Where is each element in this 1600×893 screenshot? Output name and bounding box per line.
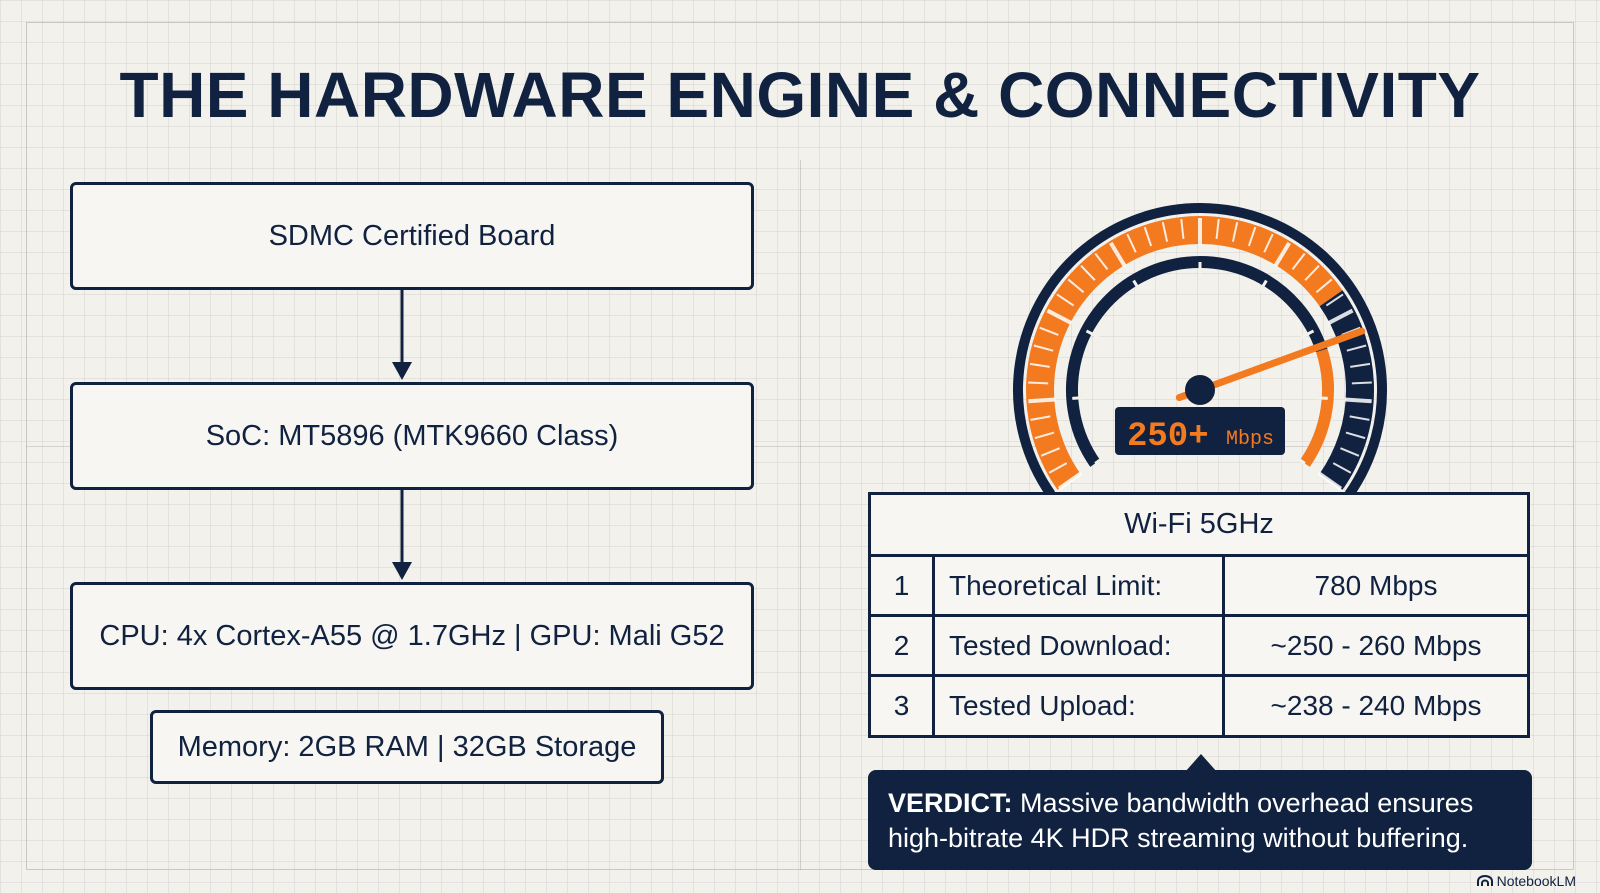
table-row: 1 Theoretical Limit: 780 Mbps <box>871 557 1527 617</box>
memory-label: Memory: 2GB RAM | 32GB Storage <box>177 730 637 763</box>
gauge-orange-band <box>1026 216 1343 490</box>
gauge-inner-tick <box>1132 279 1143 294</box>
gauge-tick <box>1317 471 1343 491</box>
soc-label: SoC: MT5896 (MTK9660 Class) <box>205 419 619 452</box>
cpu-gpu-box: CPU: 4x Cortex-A55 @ 1.7GHz | GPU: Mali … <box>70 582 754 690</box>
row-label: Theoretical Limit: <box>935 557 1225 614</box>
table-row: 3 Tested Upload: ~238 - 240 Mbps <box>871 677 1527 735</box>
row-label: Tested Download: <box>935 617 1225 674</box>
row-label: Tested Upload: <box>935 677 1225 735</box>
gauge-tick <box>1349 415 1370 421</box>
page-frame <box>26 22 1574 870</box>
gauge-readout-display <box>1115 407 1285 455</box>
gauge-tick <box>1304 265 1320 281</box>
verdict-pointer <box>1185 754 1217 772</box>
gauge-tick <box>1180 218 1185 240</box>
page-title: THE HARDWARE ENGINE & CONNECTIVITY <box>119 59 1481 131</box>
gauge-readout-value: 250+ <box>1127 418 1209 456</box>
gauge-tick <box>1273 241 1291 268</box>
gauge-inner-tick <box>1300 329 1315 339</box>
gauge-tick <box>1344 397 1372 404</box>
gauge-tick <box>1056 293 1075 307</box>
gauge-readout-unit: Mbps <box>1226 428 1274 451</box>
gauge-tick <box>1332 462 1352 474</box>
gauge-arcs <box>1013 203 1387 498</box>
gauge-tick <box>1034 431 1055 440</box>
gauge-tick <box>1094 252 1109 271</box>
gauge-tick <box>1143 226 1153 247</box>
gauge-inner-tick <box>1257 279 1268 294</box>
board-box: SDMC Certified Board <box>70 182 754 290</box>
row-number: 1 <box>871 557 935 614</box>
gauge-inner-tick <box>1072 395 1087 400</box>
gauge-tick <box>1046 308 1073 325</box>
verdict-label: VERDICT: <box>888 788 1013 818</box>
gauge-tick <box>1325 293 1344 307</box>
gauge-tick <box>1080 265 1096 281</box>
gauge-inner-ring-navy <box>1066 256 1328 467</box>
speedometer-gauge: 250+ Mbps <box>1013 203 1387 498</box>
gauge-tick <box>1109 241 1127 268</box>
gauge-inner-tick <box>1094 454 1108 465</box>
gauge-tick <box>1315 278 1333 294</box>
gauge-tick <box>1161 221 1169 242</box>
soc-box: SoC: MT5896 (MTK9660 Class) <box>70 382 754 490</box>
gauge-tick <box>1340 447 1360 457</box>
gauge-tick <box>1350 362 1371 368</box>
wifi-spec-table: Wi-Fi 5GHz 1 Theoretical Limit: 780 Mbps… <box>868 492 1530 738</box>
gauge-inner-tick <box>1085 329 1100 339</box>
brand-name: NotebookLM <box>1496 873 1576 889</box>
row-number: 3 <box>871 677 935 735</box>
arrow-board-to-soc <box>392 290 412 380</box>
row-value: ~250 - 260 Mbps <box>1270 629 1482 661</box>
gauge-tick <box>1057 471 1083 491</box>
gauge-tick <box>1327 308 1354 325</box>
gauge-tick <box>1039 326 1059 336</box>
cpu-gpu-label: CPU: 4x Cortex-A55 @ 1.7GHz | GPU: Mali … <box>99 619 725 652</box>
gauge-tick <box>1028 397 1056 404</box>
gauge-tick <box>1351 381 1372 385</box>
memory-box: Memory: 2GB RAM | 32GB Storage <box>150 710 664 784</box>
gauge-inner-tick <box>1292 454 1306 465</box>
row-value: 780 Mbps <box>1314 569 1438 601</box>
grid-divider-vertical <box>800 160 801 870</box>
gauge-tick <box>1048 462 1068 474</box>
table-header: Wi-Fi 5GHz <box>871 495 1527 557</box>
gauge-tick <box>1263 233 1274 253</box>
arrow-soc-to-cpu <box>392 490 412 580</box>
gauge-tick <box>1231 221 1239 242</box>
gauge-tick <box>1040 447 1060 457</box>
board-label: SDMC Certified Board <box>268 219 556 252</box>
gauge-tick <box>1067 278 1085 294</box>
verdict-text: Massive bandwidth overhead ensures high-… <box>888 788 1474 853</box>
gauge-inner-tick <box>1313 395 1328 400</box>
gauge-tick <box>1345 431 1366 440</box>
gauge-tick <box>1291 252 1306 271</box>
grid-divider-horizontal <box>26 446 1574 447</box>
table-row: 2 Tested Download: ~250 - 260 Mbps <box>871 617 1527 677</box>
gauge-tick <box>1033 344 1054 352</box>
row-value: ~238 - 240 Mbps <box>1270 690 1482 721</box>
gauge-tick <box>1029 362 1050 368</box>
gauge-tick <box>1215 218 1220 240</box>
row-number: 2 <box>871 617 935 674</box>
gauge-tick <box>1346 344 1367 352</box>
gauge-ticks <box>1028 218 1372 491</box>
gauge-tick <box>1247 226 1257 247</box>
gauge-hub <box>1185 375 1215 405</box>
gauge-inner-ring-orange <box>1299 348 1334 467</box>
gauge-tick <box>1028 381 1049 385</box>
gauge-tick <box>1126 233 1137 253</box>
gauge-tick <box>1030 415 1051 421</box>
verdict-callout: VERDICT: Massive bandwidth overhead ensu… <box>868 770 1532 870</box>
gauge-outer-ring <box>1013 203 1387 498</box>
brand-mark: NotebookLM <box>1476 873 1576 889</box>
notebooklm-logo-icon <box>1476 875 1493 886</box>
gauge-navy-band <box>1319 290 1374 490</box>
